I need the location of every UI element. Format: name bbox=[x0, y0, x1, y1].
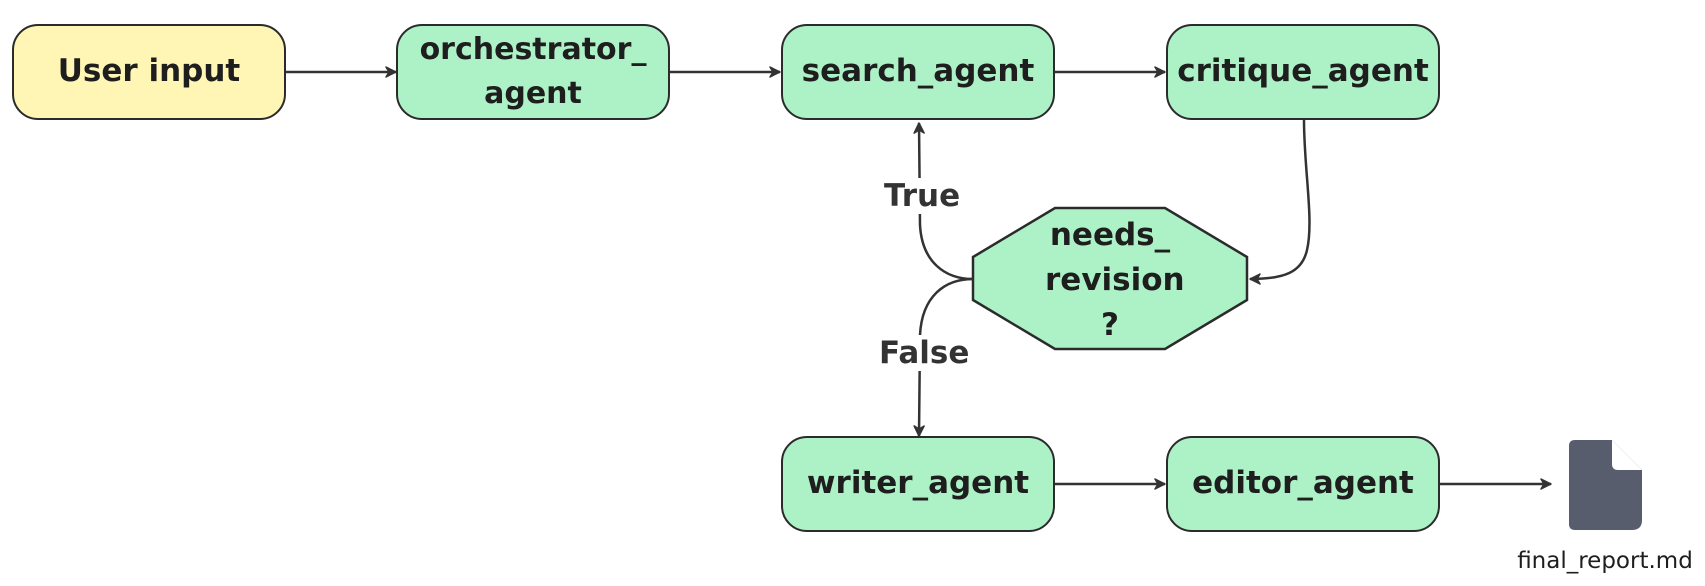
edge-critique-to-decision bbox=[1249, 119, 1311, 285]
editor-agent-node: editor_agent bbox=[1166, 436, 1440, 532]
needs-revision-label: needs_ revision ? bbox=[1045, 217, 1185, 343]
editor-agent-label: editor_agent bbox=[1192, 465, 1414, 502]
orchestrator-agent-node: orchestrator_ agent bbox=[396, 24, 670, 120]
edge-decision-to-search-true bbox=[913, 122, 974, 281]
user-input-node: User input bbox=[12, 24, 286, 120]
orchestrator-agent-label: orchestrator_ agent bbox=[419, 32, 647, 111]
writer-agent-node: writer_agent bbox=[781, 436, 1055, 532]
search-agent-node: search_agent bbox=[781, 24, 1055, 120]
user-input-label: User input bbox=[57, 53, 241, 90]
critique-agent-node: critique_agent bbox=[1166, 24, 1440, 120]
writer-agent-label: writer_agent bbox=[806, 465, 1030, 502]
critique-agent-label: critique_agent bbox=[1177, 53, 1429, 90]
file-icon bbox=[1569, 440, 1642, 530]
edge-decision-to-writer-false bbox=[913, 277, 974, 437]
search-agent-label: search_agent bbox=[801, 53, 1035, 90]
final-report-filename: final_report.md bbox=[1517, 548, 1693, 574]
true-edge-label: True bbox=[882, 178, 963, 214]
false-edge-label: False bbox=[877, 335, 972, 371]
needs-revision-decision-shape bbox=[971, 206, 1249, 351]
